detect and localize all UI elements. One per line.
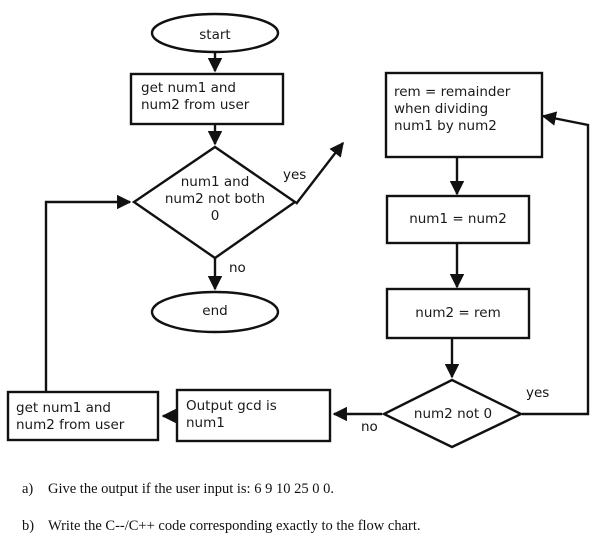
question-b-marker: b)	[22, 518, 35, 534]
question-a-text: Give the output if the user input is: 6 …	[48, 481, 334, 497]
question-b: b) Write the C--/C++ code corresponding e…	[22, 518, 421, 535]
node-input-bottom	[6, 390, 160, 442]
node-num2-assign	[385, 287, 531, 340]
nodes	[6, 12, 544, 449]
question-b-text: Write the C--/C++ code corresponding exa…	[48, 518, 421, 534]
node-rem-label: rem = remainder when dividing num1 by nu…	[394, 84, 511, 134]
node-decision-not-both-zero	[131, 145, 298, 260]
edge-decision-yes-to-rem	[295, 141, 344, 205]
edge-input-bottom-loop-to-decision	[44, 194, 132, 392]
node-input-top-label: get num1 and num2 from user	[141, 80, 250, 113]
node-input-top	[129, 72, 285, 126]
node-input-bottom-label: get num1 and num2 from user	[16, 400, 125, 433]
node-end-label: end	[202, 303, 228, 319]
edge-label-yes-bottom: yes	[526, 385, 550, 401]
edge-label-no-top: no	[229, 260, 246, 276]
connectors	[44, 52, 590, 424]
node-num2-assign-label: num2 = rem	[415, 305, 501, 321]
node-decision-not-both-zero-label: num1 and num2 not both 0	[164, 174, 266, 224]
edge-decision2-yes-loop-to-rem	[522, 111, 590, 416]
node-end	[150, 290, 280, 334]
node-num1-assign-label: num1 = num2	[409, 211, 507, 227]
node-output	[175, 388, 332, 443]
question-a-marker: a)	[22, 481, 34, 497]
node-output-label: Output gcd is num1	[186, 398, 277, 431]
node-num1-assign	[385, 194, 531, 245]
edge-label-yes-top: yes	[283, 167, 307, 183]
node-start	[150, 12, 280, 54]
node-start-label: start	[199, 27, 231, 43]
question-a: a) Give the output if the user input is: …	[22, 481, 334, 498]
node-rem	[384, 71, 544, 159]
node-decision-num2-not-zero	[381, 378, 524, 449]
node-decision-num2-not-zero-label: num2 not 0	[413, 406, 493, 422]
edge-label-no-bottom: no	[361, 419, 378, 435]
